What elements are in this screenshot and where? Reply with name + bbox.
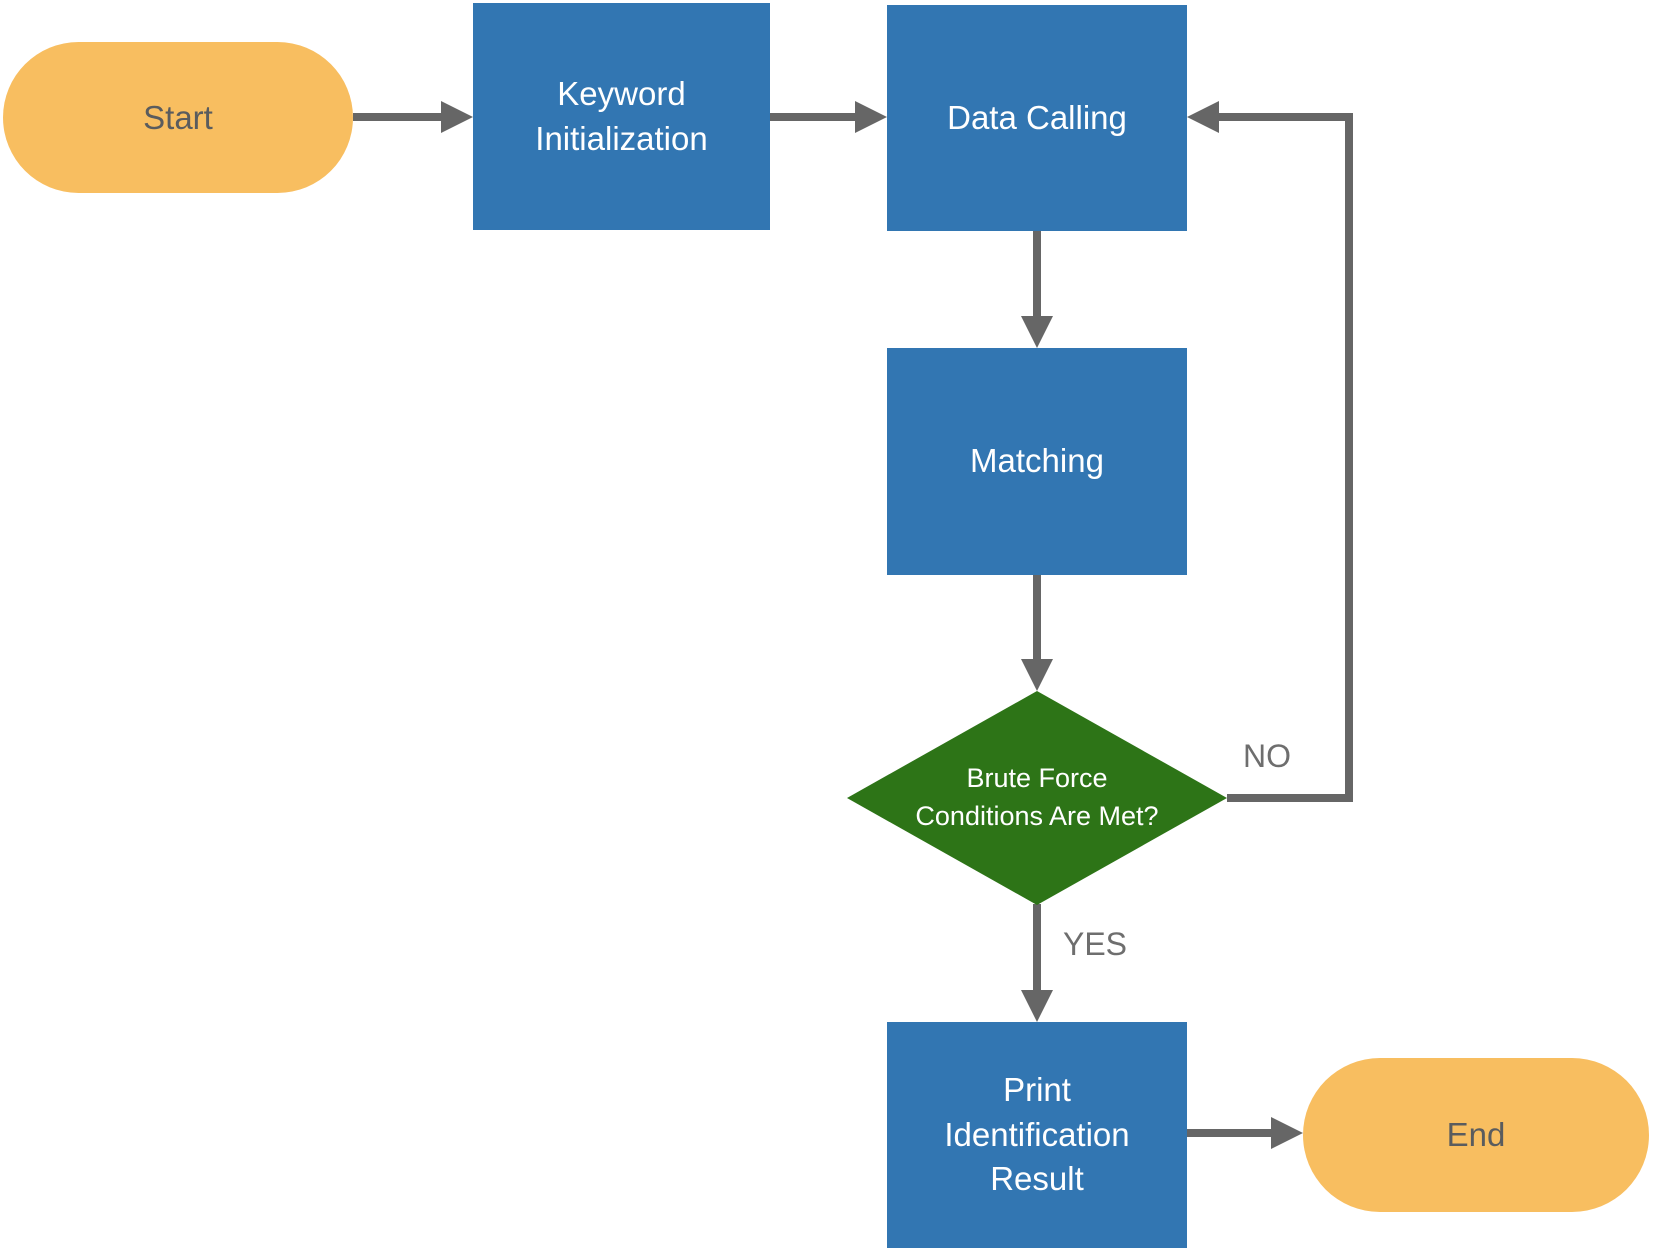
arrowhead-decision-yes-to-print bbox=[1021, 990, 1053, 1022]
arrowhead-print-to-end bbox=[1271, 1117, 1303, 1149]
node-start-label: Start bbox=[143, 98, 213, 136]
node-data-calling: Data Calling bbox=[887, 5, 1187, 231]
node-end-label: End bbox=[1446, 1116, 1506, 1153]
arrowhead-decision-no-loop bbox=[1187, 101, 1219, 133]
node-print-identification-result: Print Identification Result bbox=[887, 1022, 1187, 1248]
arrow-decision-no-loop bbox=[1215, 113, 1353, 802]
node-keyword-initialization-label: Keyword Initialization bbox=[535, 74, 708, 157]
node-matching-label: Matching bbox=[970, 442, 1104, 480]
arrowhead-matching-to-decision bbox=[1021, 659, 1053, 691]
arrowhead-datacalling-to-matching bbox=[1021, 316, 1053, 348]
edge-label-yes: YES bbox=[1062, 926, 1128, 962]
arrowhead-keyword-to-datacalling bbox=[855, 101, 887, 133]
node-brute-force-decision-label: Brute Force Conditions Are Met? bbox=[915, 763, 1159, 831]
node-end: End bbox=[1303, 1058, 1649, 1212]
node-print-identification-result-label: Print Identification Result bbox=[944, 1071, 1130, 1198]
node-matching: Matching bbox=[887, 348, 1187, 575]
node-keyword-initialization: Keyword Initialization bbox=[473, 3, 770, 230]
node-start: Start bbox=[3, 42, 353, 193]
arrowhead-start-to-keyword bbox=[441, 101, 473, 133]
edge-label-no: NO bbox=[1243, 738, 1291, 774]
node-data-calling-label: Data Calling bbox=[947, 98, 1127, 136]
